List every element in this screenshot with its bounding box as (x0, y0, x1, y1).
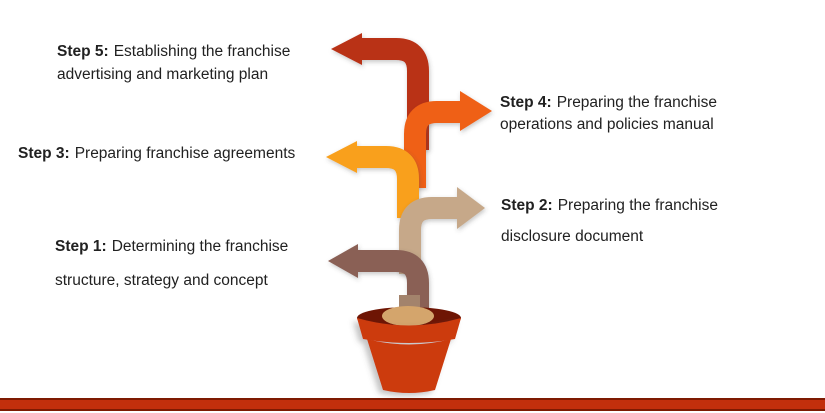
step-5-line2-text: advertising and marketing plan (57, 66, 269, 83)
step-2-line-2: disclosure document (501, 221, 718, 252)
step-1-line1-text: Determining the franchise (111, 238, 289, 255)
step-3-line-1: Step 3:Preparing franchise agreements (18, 144, 295, 164)
step-3-arrow (326, 141, 419, 218)
step-4-label: Step 4: (500, 94, 552, 111)
step-5-arrow (331, 33, 429, 150)
step-1-arrow-shaft (357, 250, 429, 308)
step-4-arrowhead-icon (460, 91, 492, 131)
step-2-text: Step 2:Preparing the franchise disclosur… (501, 190, 718, 252)
step-2-arrow-shaft (399, 197, 459, 274)
step-1-line-1: Step 1:Determining the franchise (55, 230, 288, 264)
step-4-arrow (404, 91, 492, 188)
step-5-text: Step 5:Establishing the franchise advert… (57, 40, 290, 86)
step-1-text: Step 1:Determining the franchise structu… (55, 230, 288, 298)
step-3-arrowhead-icon (326, 141, 357, 173)
step-5-label: Step 5: (57, 43, 109, 60)
step-3-label: Step 3: (18, 145, 70, 162)
pot-rim (357, 318, 461, 343)
step-1-arrowhead-icon (328, 244, 358, 278)
step-5-arrow-shaft (360, 38, 429, 150)
step-1-label: Step 1: (55, 238, 107, 255)
step-2-label: Step 2: (501, 197, 553, 214)
pot-clay (357, 318, 461, 393)
step-4-line-2: operations and policies manual (500, 114, 717, 136)
step-4-arrow-shaft (404, 101, 462, 188)
step-1-line2-text: structure, strategy and concept (55, 272, 268, 289)
bottom-accent-bar (0, 398, 825, 411)
step-5-line-2: advertising and marketing plan (57, 63, 290, 86)
step-1-arrow (328, 244, 429, 308)
step-1-line-2: structure, strategy and concept (55, 264, 288, 298)
step-5-line1-text: Establishing the franchise (113, 43, 291, 60)
step-5-arrowhead-icon (331, 33, 362, 65)
step-2-arrow (399, 187, 485, 274)
step-4-text: Step 4:Preparing the franchise operation… (500, 92, 717, 136)
step-5-line-1: Step 5:Establishing the franchise (57, 40, 290, 63)
step-4-line1-text: Preparing the franchise (556, 94, 717, 111)
step-4-line-1: Step 4:Preparing the franchise (500, 92, 717, 114)
step-2-line1-text: Preparing the franchise (557, 197, 718, 214)
step-3-line1-text: Preparing franchise agreements (74, 145, 296, 162)
step-2-line-1: Step 2:Preparing the franchise (501, 190, 718, 221)
step-2-arrowhead-icon (457, 187, 485, 229)
step-3-text: Step 3:Preparing franchise agreements (18, 144, 295, 164)
flower-pot (357, 295, 461, 393)
step-4-line2-text: operations and policies manual (500, 116, 714, 133)
step-2-line2-text: disclosure document (501, 228, 644, 245)
step-3-arrow-shaft (356, 146, 419, 218)
pot-body (367, 339, 451, 393)
soil (382, 306, 434, 326)
